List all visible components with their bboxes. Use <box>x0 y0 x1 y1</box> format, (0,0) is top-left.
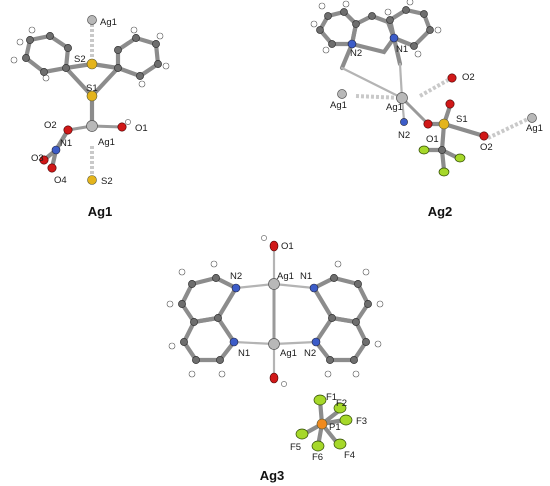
right-phenyl-ring <box>115 35 161 79</box>
atom-label: N2 <box>350 48 362 59</box>
atom-label: F3 <box>356 416 367 427</box>
atom-label: Ag1 <box>277 271 294 282</box>
atom-label: P1 <box>329 422 341 433</box>
atom-label: F1 <box>326 392 337 403</box>
atom-label: N2 <box>230 271 242 282</box>
panel-ag2: N2 N1 Ag1 Ag1 O2 N2 S1 O1 O2 Ag1 Ag2 <box>310 0 543 219</box>
atom-label: N2 <box>398 130 410 141</box>
atom-label: F5 <box>290 442 301 453</box>
atom-label: S1 <box>456 114 468 125</box>
atom-label: O3 <box>31 153 44 164</box>
atom-label: N1 <box>396 44 408 55</box>
atom-label: O1 <box>426 134 439 145</box>
panel-ag3: O1 N2 Ag1 N1 N1 Ag1 N2 F1 F2 F3 F5 P1 F6… <box>166 235 384 483</box>
atom-label: Ag1 <box>330 100 347 111</box>
caption-ag3: Ag3 <box>260 468 285 483</box>
atom-label: Ag1 <box>386 102 403 113</box>
atom-label: O4 <box>54 175 67 186</box>
atom-label: Ag1 <box>100 17 117 28</box>
pf6-anion <box>295 394 353 452</box>
atom-label: F2 <box>336 398 347 409</box>
atom-label: F6 <box>312 452 323 463</box>
panel-ag1: Ag1 S2 S1 O2 N1 O3 O4 Ag1 O1 S2 Ag1 <box>10 15 170 219</box>
atom-label: O2 <box>462 72 475 83</box>
atom-label: O1 <box>281 241 294 252</box>
caption-ag2: Ag2 <box>428 204 453 219</box>
atom-label: O2 <box>480 142 493 153</box>
atom-label: S1 <box>86 83 98 94</box>
caption-ag1: Ag1 <box>88 204 113 219</box>
atom-label: N1 <box>300 271 312 282</box>
atom-label: O2 <box>44 120 57 131</box>
atom-label: S2 <box>74 54 86 65</box>
atom-label: Ag1 <box>98 137 115 148</box>
atom-label: O1 <box>135 123 148 134</box>
atom-label: Ag1 <box>280 348 297 359</box>
atom-label: N1 <box>238 348 250 359</box>
atom-label: Ag1 <box>526 123 543 134</box>
atom-label: N2 <box>304 348 316 359</box>
atom-label: N1 <box>60 138 72 149</box>
atom-label: F4 <box>344 450 355 461</box>
atom-label: S2 <box>101 176 113 187</box>
